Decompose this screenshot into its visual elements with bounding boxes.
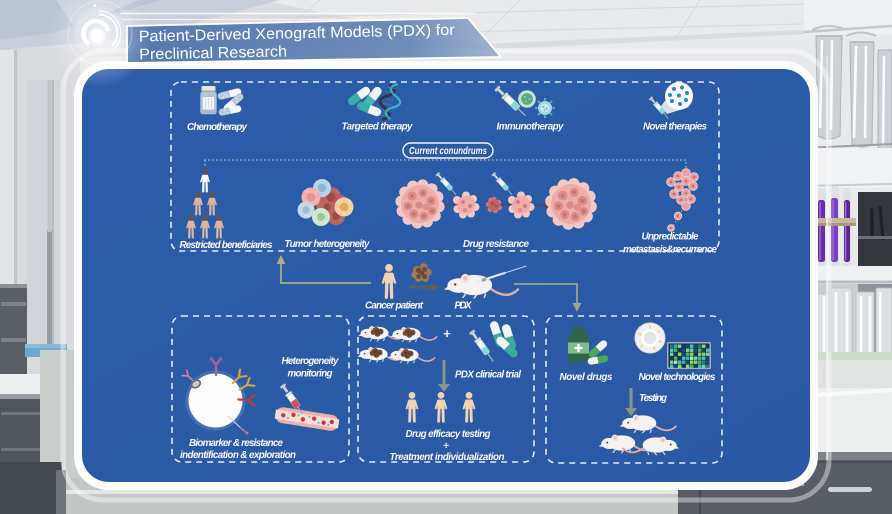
svg-text:Targeted therapy: Targeted therapy: [342, 122, 414, 133]
svg-text:Chemotherapy: Chemotherapy: [187, 122, 248, 133]
svg-text:Unpredictable: Unpredictable: [642, 232, 700, 243]
svg-text:PDX: PDX: [455, 301, 473, 312]
svg-text:Restricted beneficiaries: Restricted beneficiaries: [180, 240, 274, 251]
svg-text:Novel drugs: Novel drugs: [560, 372, 614, 383]
svg-text:Drug resistance: Drug resistance: [463, 239, 530, 250]
svg-text:+: +: [443, 441, 449, 452]
svg-text:indentification & exploration: indentification & exploration: [180, 450, 296, 461]
svg-text:Patient-Derived Xenograft Mode: Patient-Derived Xenograft Models (PDX) f…: [139, 22, 455, 46]
svg-text:Novel technologies: Novel technologies: [639, 372, 717, 383]
svg-text:Cancer patient: Cancer patient: [365, 301, 424, 312]
svg-text:Preclinical Research: Preclinical Research: [139, 43, 287, 63]
svg-text:Treatment individualization: Treatment individualization: [390, 452, 505, 463]
svg-text:+: +: [443, 326, 451, 341]
svg-text:PDX clinical trial: PDX clinical trial: [455, 370, 521, 381]
svg-text:Heterogeneity: Heterogeneity: [282, 356, 340, 367]
svg-text:Immunotherapy: Immunotherapy: [497, 122, 565, 133]
svg-text:Biomarker & resistance: Biomarker & resistance: [189, 438, 284, 449]
svg-text:metastasis&recurrence: metastasis&recurrence: [623, 245, 718, 256]
svg-text:Tumor heterogeneity: Tumor heterogeneity: [285, 239, 371, 250]
svg-text:Drug efficacy testing: Drug efficacy testing: [406, 429, 491, 440]
svg-text:Current conundrums: Current conundrums: [409, 146, 487, 157]
svg-text:Testing: Testing: [639, 393, 667, 404]
svg-text:monitoring: monitoring: [288, 369, 333, 380]
svg-text:Novel therapies: Novel therapies: [643, 122, 708, 133]
